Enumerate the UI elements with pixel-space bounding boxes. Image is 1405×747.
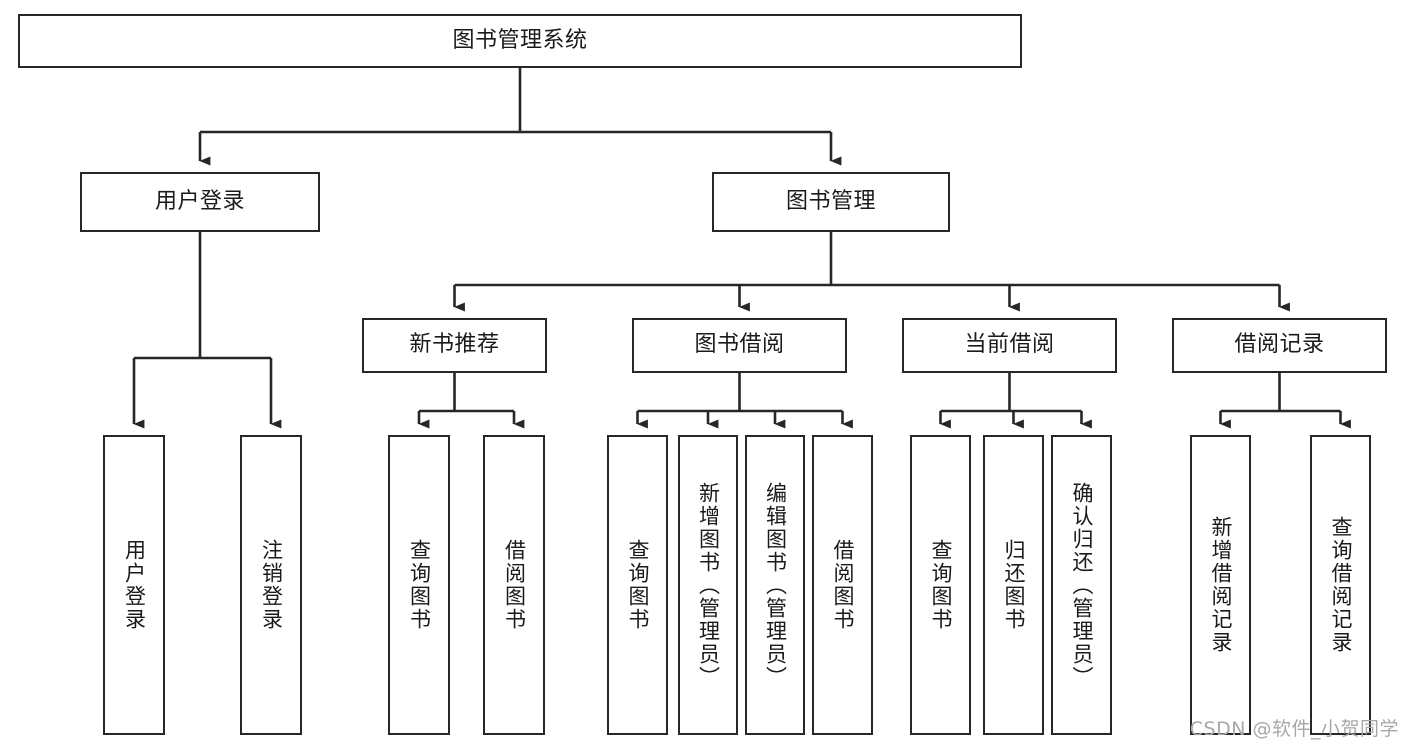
node-leaf_q_book_1[interactable]: 查询图书	[388, 435, 450, 735]
node-label: 确认归还（管理员）	[1070, 481, 1094, 689]
node-label: 新增图书（管理员）	[696, 481, 721, 689]
node-leaf_user_login[interactable]: 用户登录	[103, 435, 165, 735]
node-leaf_confirm[interactable]: 确认归还（管理员）	[1051, 435, 1112, 735]
node-label: 新书推荐	[409, 332, 500, 358]
node-label: 图书借阅	[694, 332, 785, 358]
node-leaf_add_rec[interactable]: 新增借阅记录	[1190, 435, 1251, 735]
node-label: 编辑图书（管理员）	[763, 481, 788, 689]
node-current_borrow[interactable]: 当前借阅	[902, 318, 1117, 373]
node-label: 图书管理	[785, 188, 876, 214]
node-leaf_q_rec[interactable]: 查询借阅记录	[1310, 435, 1371, 735]
node-label: 查询图书	[407, 539, 432, 631]
node-leaf_borrow_b2[interactable]: 借阅图书	[812, 435, 873, 735]
node-root[interactable]: 图书管理系统	[18, 14, 1022, 68]
node-label: 用户登录	[122, 539, 147, 631]
node-label: 查询借阅记录	[1329, 516, 1353, 654]
node-label: 注销登录	[259, 539, 284, 631]
node-leaf_q_book_2[interactable]: 查询图书	[607, 435, 668, 735]
node-user_login[interactable]: 用户登录	[80, 172, 320, 232]
node-leaf_add_book[interactable]: 新增图书（管理员）	[678, 435, 738, 735]
node-label: 新增借阅记录	[1209, 516, 1233, 654]
watermark-text: CSDN @软件_小贺同学	[1189, 718, 1399, 740]
node-new_book_rec[interactable]: 新书推荐	[362, 318, 547, 373]
node-label: 图书管理系统	[452, 27, 588, 53]
node-leaf_q_book_3[interactable]: 查询图书	[910, 435, 971, 735]
node-borrow_record[interactable]: 借阅记录	[1172, 318, 1387, 373]
node-label: 查询图书	[626, 539, 650, 631]
node-leaf_return[interactable]: 归还图书	[983, 435, 1044, 735]
node-book_borrow[interactable]: 图书借阅	[632, 318, 847, 373]
node-leaf_logout[interactable]: 注销登录	[240, 435, 302, 735]
node-label: 归还图书	[1002, 539, 1026, 631]
node-label: 借阅图书	[831, 539, 855, 631]
node-label: 借阅记录	[1234, 332, 1325, 358]
node-label: 当前借阅	[964, 332, 1055, 358]
node-label: 借阅图书	[502, 539, 527, 631]
node-label: 查询图书	[929, 539, 953, 631]
node-leaf_borrow_b1[interactable]: 借阅图书	[483, 435, 545, 735]
node-book_manage[interactable]: 图书管理	[712, 172, 950, 232]
node-label: 用户登录	[154, 188, 245, 214]
node-leaf_edit_book[interactable]: 编辑图书（管理员）	[745, 435, 805, 735]
